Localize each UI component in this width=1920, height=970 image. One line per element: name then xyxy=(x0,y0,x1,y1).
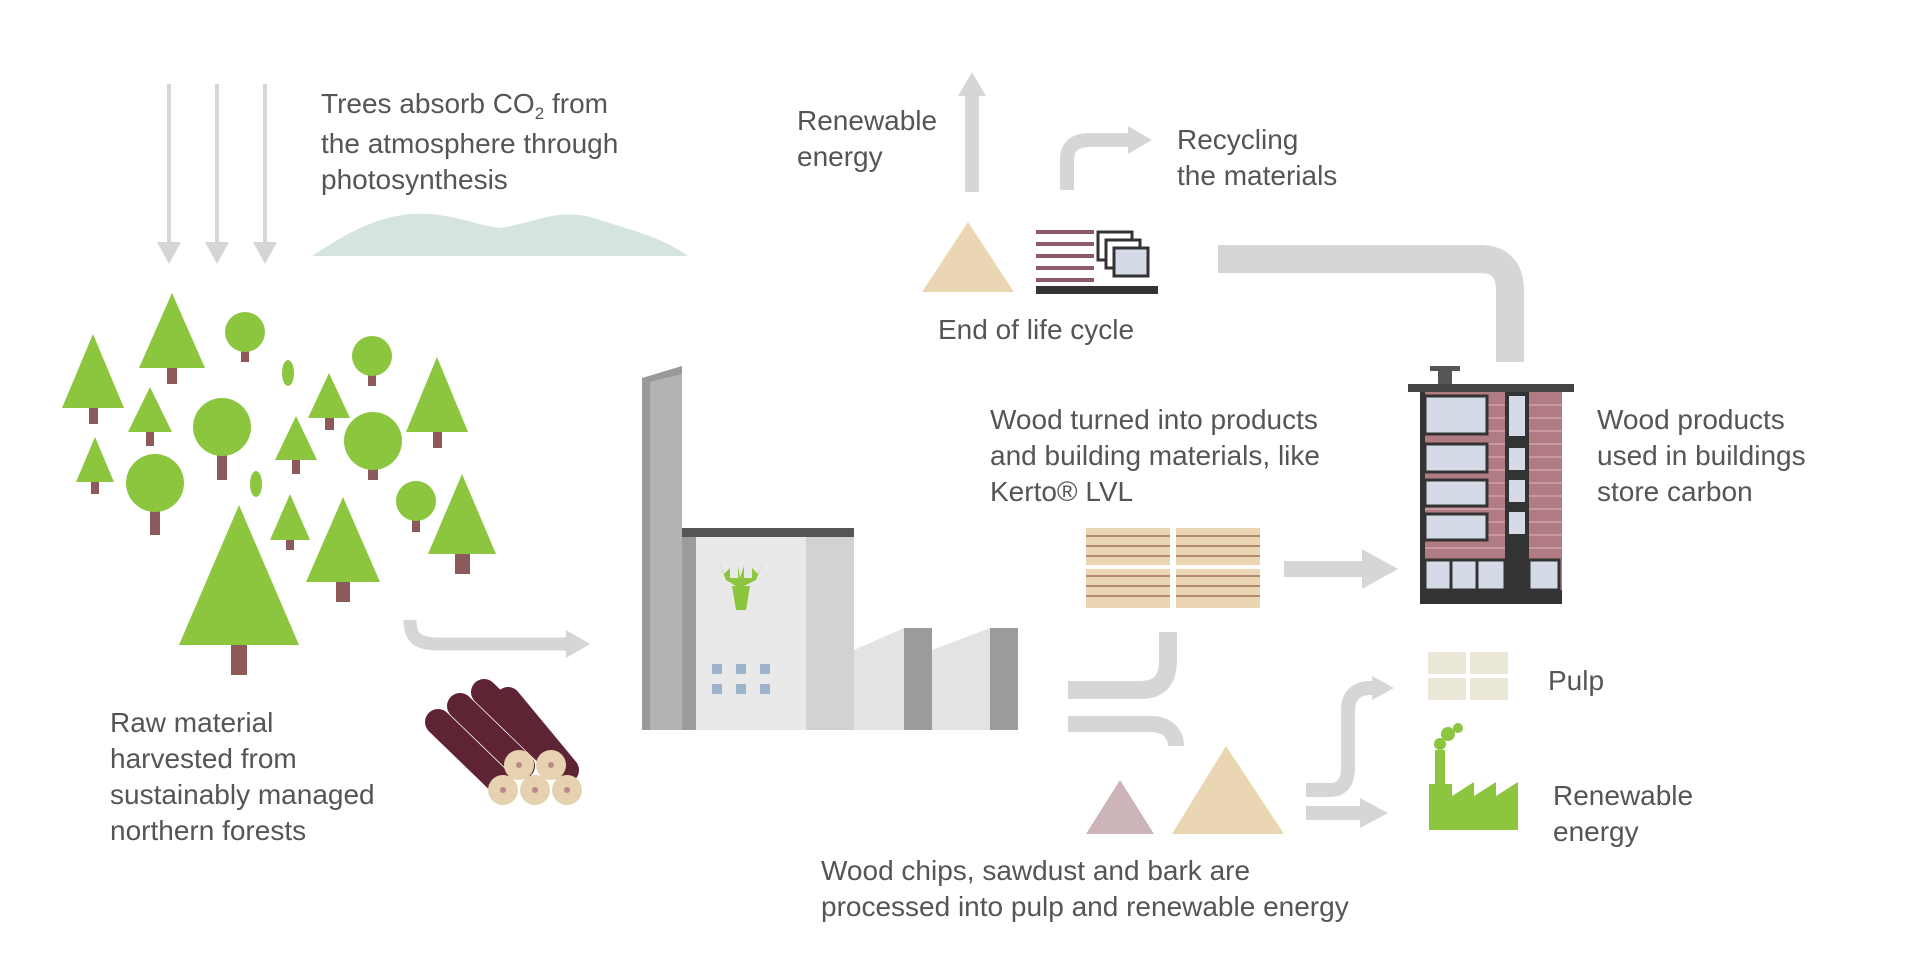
wood-products-line3: store carbon xyxy=(1597,476,1753,507)
building-icon xyxy=(1408,366,1574,604)
flow-arrow-icon xyxy=(1218,245,1524,362)
sun-ray-arrow-icon xyxy=(157,84,277,264)
tree-icon xyxy=(428,474,496,574)
raw-material-line1: Raw material xyxy=(110,707,274,738)
factory-windows xyxy=(712,664,770,694)
tree-icon xyxy=(139,293,205,384)
leaf-icon xyxy=(250,471,262,497)
flow-arrow-icon xyxy=(958,72,986,192)
wood-turned-line3: Kerto® LVL xyxy=(990,476,1134,507)
energy-plant-icon xyxy=(1429,723,1518,830)
cloud-icon xyxy=(312,213,688,256)
renewable-energy-bottom-line2: energy xyxy=(1553,816,1639,847)
tree-icon xyxy=(128,387,172,446)
recycling-label: Recycling the materials xyxy=(1177,122,1337,194)
renewable-energy-bottom-line1: Renewable xyxy=(1553,780,1694,811)
end-of-life-label: End of life cycle xyxy=(938,314,1135,345)
renewable-energy-top-label: Renewable energy xyxy=(797,103,937,175)
recycling-line2: the materials xyxy=(1177,160,1338,191)
flow-arrow-icon xyxy=(1360,798,1388,828)
flow-arrow-icon xyxy=(1306,681,1374,797)
tree-icon xyxy=(179,505,299,675)
raw-material-line3: sustainably managed xyxy=(110,779,375,810)
wood-turned-line2: and building materials, like xyxy=(990,440,1320,471)
tree-icon xyxy=(306,497,380,602)
factory-icon xyxy=(642,366,1018,730)
flow-arrow-icon xyxy=(403,619,590,658)
wood-chips-label: Wood chips, sawdust and bark are process… xyxy=(821,853,1349,925)
tree-icon xyxy=(76,437,114,494)
recycling-line1: Recycling xyxy=(1177,124,1299,155)
bark-pile-icon xyxy=(1086,780,1154,834)
wood-chips-line1: Wood chips, sawdust and bark are xyxy=(821,855,1251,886)
log-pile-icon xyxy=(425,679,582,805)
pulp-label: Pulp xyxy=(1548,665,1605,696)
sawdust-pile-icon xyxy=(922,222,1014,292)
flow-arrow-icon xyxy=(1060,126,1152,190)
round-tree-icon xyxy=(352,336,392,386)
material-stack-icon xyxy=(1036,230,1158,294)
wood-chips-line2: processed into pulp and renewable energy xyxy=(821,891,1349,922)
round-tree-icon xyxy=(344,412,402,480)
renewable-energy-top-line1: Renewable xyxy=(797,105,938,136)
wood-turned-label: Wood turned into products and building m… xyxy=(990,402,1320,510)
sawdust-pile-icon xyxy=(1172,746,1284,834)
forest xyxy=(62,293,496,675)
flow-arrow-icon xyxy=(1068,716,1184,747)
flow-arrow-icon xyxy=(1306,806,1362,820)
flow-arrow-icon xyxy=(1284,549,1398,589)
raw-material-line4: northern forests xyxy=(110,815,307,846)
flow-arrow-icon xyxy=(1372,676,1394,700)
round-tree-icon xyxy=(396,481,436,532)
pulp-sheet-icon xyxy=(1428,652,1508,700)
leaf-icon xyxy=(282,360,294,386)
trees-absorb-label: Trees absorb CO2 from the atmosphere thr… xyxy=(321,86,618,198)
trees-absorb-line3: photosynthesis xyxy=(321,164,508,195)
round-tree-icon xyxy=(126,454,184,535)
raw-material-line2: harvested from xyxy=(110,743,297,774)
tree-icon xyxy=(62,334,124,424)
co2-subscript: 2 xyxy=(534,104,545,123)
tree-icon xyxy=(406,357,468,448)
tree-icon xyxy=(270,494,310,550)
renewable-energy-bottom-label: Renewable energy xyxy=(1553,778,1693,850)
trees-absorb-line2: the atmosphere through xyxy=(321,128,619,159)
wood-turned-line1: Wood turned into products xyxy=(990,404,1318,435)
tree-icon xyxy=(308,373,350,430)
raw-material-label: Raw material harvested from sustainably … xyxy=(110,705,375,849)
renewable-energy-top-line2: energy xyxy=(797,141,883,172)
wood-products-label: Wood products used in buildings store ca… xyxy=(1597,402,1806,510)
moose-logo-icon xyxy=(718,560,764,610)
lvl-panel-icon xyxy=(1086,528,1260,608)
round-tree-icon xyxy=(225,312,265,362)
round-tree-icon xyxy=(193,398,251,480)
flow-arrow-icon xyxy=(1068,632,1177,699)
tree-icon xyxy=(275,416,317,474)
wood-products-line1: Wood products xyxy=(1597,404,1785,435)
wood-products-line2: used in buildings xyxy=(1597,440,1806,471)
trees-absorb-line1: Trees absorb CO2 from xyxy=(321,88,608,123)
